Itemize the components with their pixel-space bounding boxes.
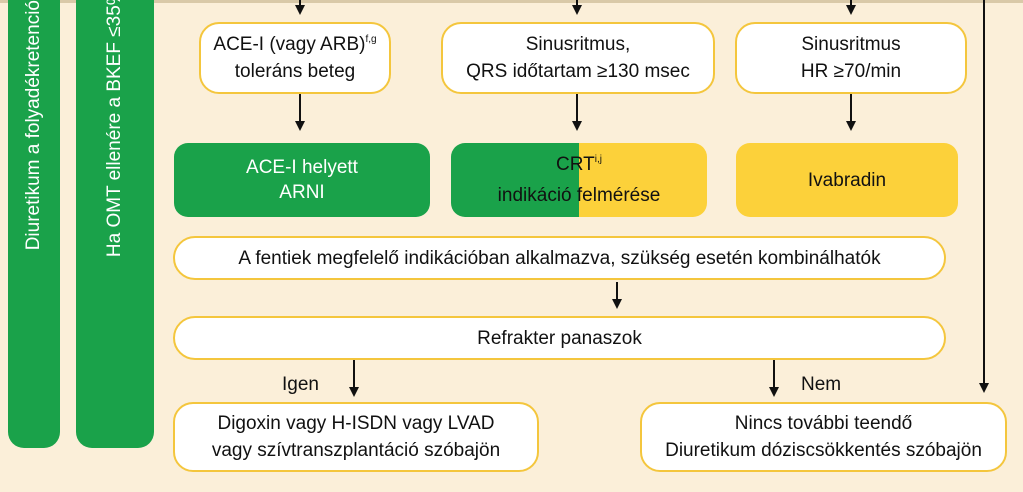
crt-line2: indikáció felmérése (497, 185, 661, 206)
arni-line2: ARNI (279, 182, 325, 203)
sinus-hr-box: Sinusritmus HR ≥70/min (735, 22, 967, 94)
ace-tolerant-line1: ACE-I (vagy ARB)f,g (213, 34, 377, 55)
sinus-qrs-line2: QRS időtartam ≥130 msec (466, 61, 690, 82)
ace-tolerant-sup: f,g (365, 34, 377, 45)
digoxin-line1: Digoxin vagy H-ISDN vagy LVAD (217, 413, 495, 434)
top-divider-line (0, 0, 1023, 3)
ace-tolerant-box: ACE-I (vagy ARB)f,g toleráns beteg (199, 22, 391, 94)
no-label: Nem (801, 374, 842, 395)
crt-sup: i,j (594, 154, 602, 165)
arni-line1: ACE-I helyett (246, 157, 358, 178)
digoxin-line2: vagy szívtranszplantáció szóbajön (211, 440, 501, 461)
no-further-box: Nincs további teendő Diuretikum dóziscsö… (640, 402, 1007, 472)
crt-box: CRTi,j indikáció felmérése (451, 143, 707, 217)
ivabradin-box: Ivabradin (736, 143, 958, 217)
no-further-line2: Diuretikum dóziscsökkentés szóbajön (665, 440, 982, 461)
combination-box: A fentiek megfelelő indikációban alkalma… (173, 236, 946, 280)
refractory-text: Refrakter panaszok (477, 327, 642, 349)
digoxin-box: Digoxin vagy H-ISDN vagy LVAD vagy szívt… (173, 402, 539, 472)
sinus-qrs-line1: Sinusritmus, (525, 34, 631, 55)
sinus-hr-line1: Sinusritmus (801, 34, 901, 55)
ivabradin-label: Ivabradin (807, 169, 887, 191)
refractory-box: Refrakter panaszok (173, 316, 946, 360)
omt-sidebar-bar: Ha OMT ellenére a BKEF ≤35% vagy (76, 0, 154, 448)
no-further-line1: Nincs további teendő (734, 413, 913, 434)
sinus-qrs-box: Sinusritmus, QRS időtartam ≥130 msec (441, 22, 715, 94)
diuretic-sidebar-bar: Diuretikum a folyadékretenció esetén (8, 0, 60, 448)
yes-label: Igen (282, 374, 319, 395)
combination-text: A fentiek megfelelő indikációban alkalma… (238, 247, 881, 269)
sinus-hr-line2: HR ≥70/min (800, 61, 902, 82)
arni-box: ACE-I helyett ARNI (174, 143, 430, 217)
crt-line1: CRTi,j (556, 154, 602, 175)
ace-tolerant-line2: toleráns beteg (234, 61, 356, 82)
